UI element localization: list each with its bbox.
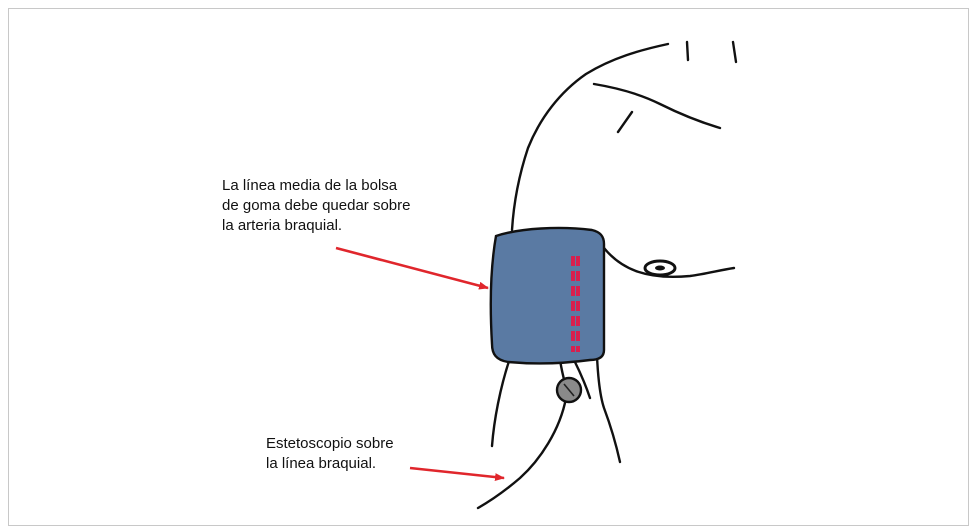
navel-icon: [645, 261, 675, 275]
stethoscope-head-icon: [557, 378, 581, 402]
arrow-to-cuff: [336, 248, 488, 288]
neck-line-left: [687, 42, 688, 60]
annotation-bolsa-line2: de goma debe quedar sobre: [222, 196, 410, 216]
chest-fold: [618, 112, 632, 132]
annotation-estetoscopio-line1: Estetoscopio sobre: [266, 434, 394, 454]
annotation-bolsa: La línea media de la bolsa de goma debe …: [222, 176, 410, 236]
annotation-estetoscopio-line2: la línea braquial.: [266, 454, 394, 474]
arrow-to-stethoscope: [410, 468, 504, 478]
forearm-left: [492, 358, 510, 446]
neck-line-right: [733, 42, 736, 62]
annotation-estetoscopio: Estetoscopio sobre la línea braquial.: [266, 434, 394, 474]
chest-outline: [594, 84, 720, 128]
annotation-bolsa-line1: La línea media de la bolsa: [222, 176, 410, 196]
forearm-right: [597, 356, 620, 462]
shoulder-outline: [512, 44, 668, 230]
stethoscope-tube: [478, 398, 566, 508]
bp-cuff: [491, 228, 604, 363]
annotation-bolsa-line3: la arteria braquial.: [222, 216, 410, 236]
